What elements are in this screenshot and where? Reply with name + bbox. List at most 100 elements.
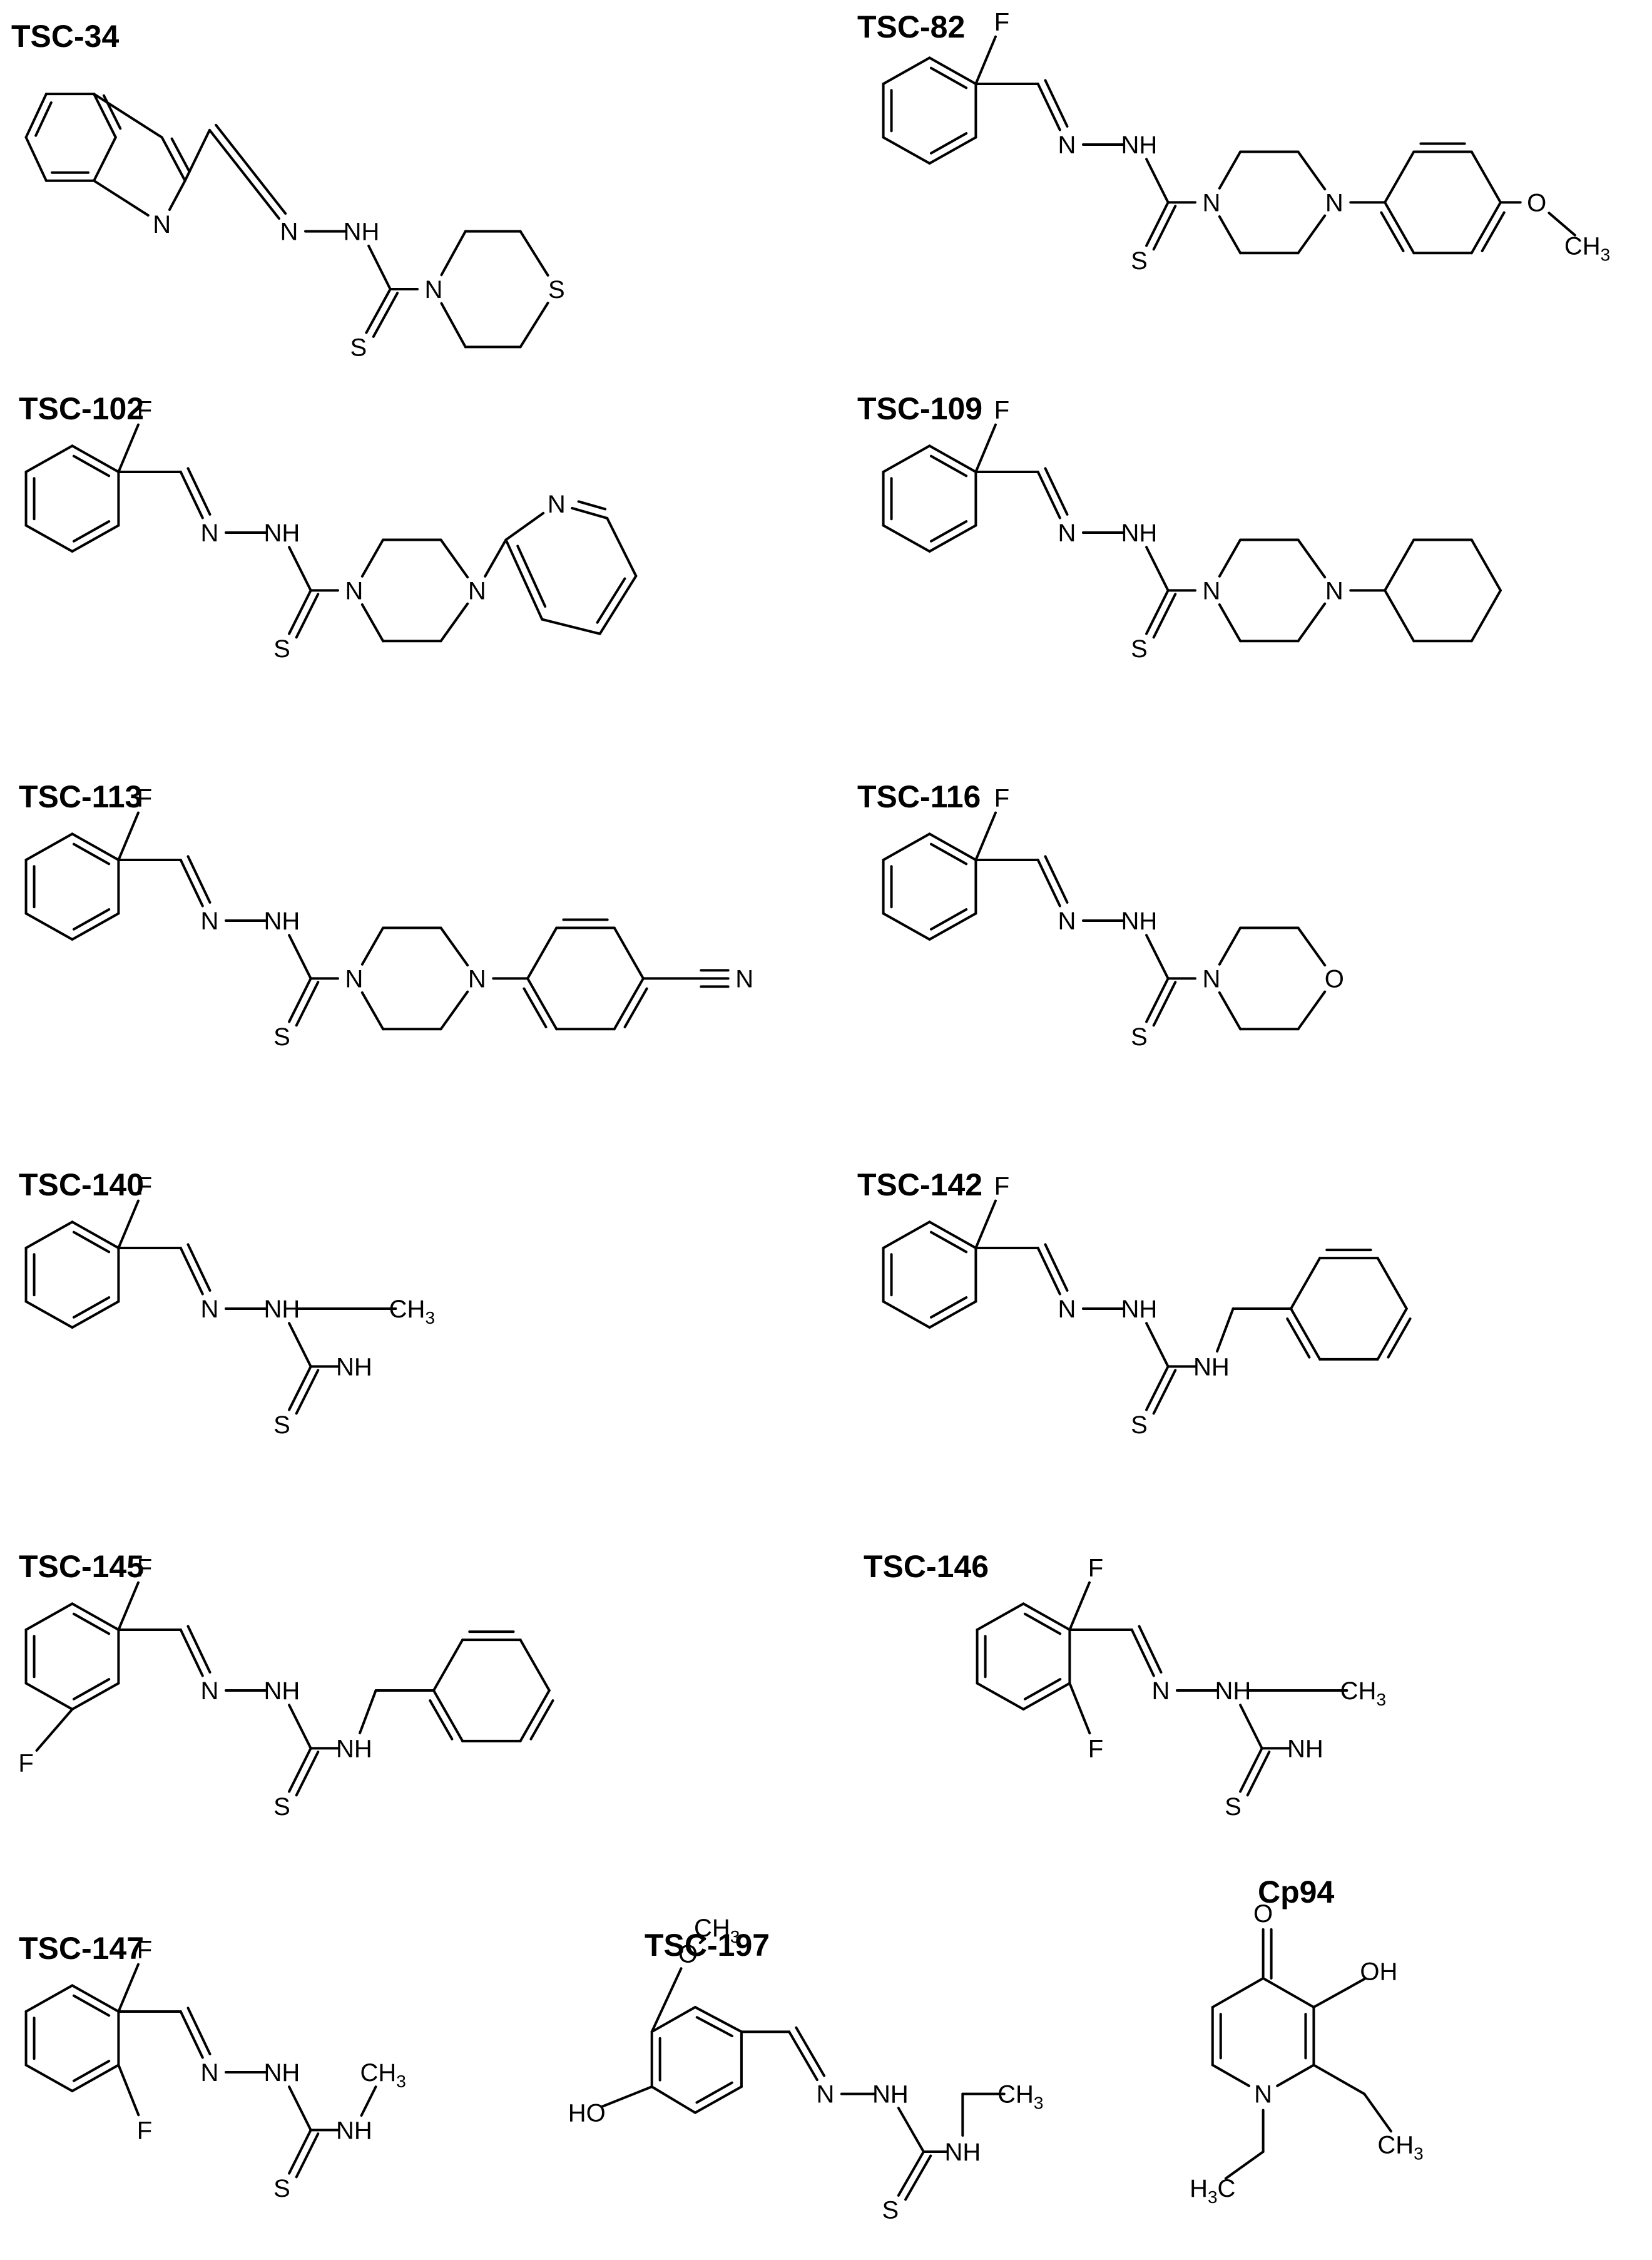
atom-label: F bbox=[994, 397, 1009, 424]
atom-label: N bbox=[1058, 131, 1076, 159]
atom-label: NH bbox=[264, 1296, 300, 1323]
atom-label: N bbox=[1203, 965, 1221, 993]
atom-label: N bbox=[1203, 577, 1221, 605]
atom-label: NH bbox=[264, 2059, 300, 2087]
atom-label: S bbox=[273, 635, 290, 663]
atom-label: N bbox=[1058, 1296, 1076, 1323]
atom-label: N bbox=[468, 577, 486, 605]
atom-label: N bbox=[1254, 2081, 1272, 2109]
atom-label: S bbox=[1131, 1411, 1148, 1439]
atom-label: NH bbox=[1215, 1677, 1252, 1705]
atom-label: O bbox=[678, 1941, 698, 1968]
atom-label: F bbox=[137, 785, 152, 812]
atom-label: N bbox=[1203, 189, 1221, 217]
compound-title: TSC-109 bbox=[857, 391, 982, 426]
atom-label: F bbox=[994, 1173, 1009, 1200]
atom-label: S bbox=[1131, 635, 1148, 663]
atom-label: F bbox=[137, 1936, 152, 1964]
atom-label: NH bbox=[336, 2117, 372, 2144]
structure-tsc-142: TSC-142 F N NH NH S bbox=[857, 1167, 1412, 1439]
atom-label: F bbox=[994, 785, 1009, 812]
atom-label: NH bbox=[1193, 1353, 1230, 1381]
atom-label: OH bbox=[1360, 1958, 1397, 1985]
compound-title: TSC-197 bbox=[645, 1928, 770, 1963]
atom-label: F bbox=[137, 1555, 152, 1582]
atom-label: S bbox=[273, 2175, 290, 2202]
atom-label: O bbox=[1527, 189, 1546, 217]
compound-title: TSC-146 bbox=[864, 1549, 989, 1584]
atom-label: N bbox=[345, 577, 364, 605]
atom-label: S bbox=[1225, 1793, 1242, 1821]
compound-title: TSC-82 bbox=[857, 9, 965, 44]
atom-label: N bbox=[1325, 189, 1344, 217]
atom-label: N bbox=[153, 211, 171, 238]
compound-title: TSC-34 bbox=[11, 19, 119, 54]
atom-label: O bbox=[1253, 1900, 1273, 1928]
atom-label: NH bbox=[336, 1735, 372, 1762]
atom-label: CH3 bbox=[997, 2081, 1043, 2113]
atom-label: N bbox=[735, 965, 753, 993]
atom-label: F bbox=[1088, 1555, 1103, 1582]
atom-label: S bbox=[273, 1793, 290, 1821]
atom-label: NH bbox=[944, 2139, 981, 2166]
atom-label: S bbox=[1131, 247, 1148, 275]
compound-title: TSC-102 bbox=[19, 391, 144, 426]
atom-label: N bbox=[280, 218, 298, 246]
atom-label: HO bbox=[568, 2100, 606, 2127]
compound-title: TSC-113 bbox=[19, 779, 142, 814]
atom-label: NH bbox=[264, 519, 300, 547]
atom-label: S bbox=[273, 1023, 290, 1051]
structure-tsc-34: TSC-34N N NH N S S bbox=[11, 19, 565, 361]
compound-title: TSC-142 bbox=[857, 1167, 982, 1202]
atom-label: H3C bbox=[1190, 2175, 1235, 2207]
atom-label: N bbox=[1058, 908, 1076, 935]
compound-title: TSC-145 bbox=[19, 1549, 144, 1584]
atom-label: CH3 bbox=[694, 1915, 740, 1946]
atom-label: CH3 bbox=[360, 2059, 405, 2091]
atom-label: CH3 bbox=[389, 1296, 435, 1327]
atom-label: NH bbox=[1121, 519, 1158, 547]
atom-label: N bbox=[1058, 519, 1076, 547]
atom-label: N bbox=[816, 2081, 834, 2109]
atom-label: F bbox=[18, 1750, 33, 1777]
atom-label: N bbox=[548, 491, 566, 518]
atom-label: NH bbox=[1121, 908, 1158, 935]
atom-label: NH bbox=[344, 218, 380, 246]
atom-label: S bbox=[350, 334, 367, 361]
atom-label: O bbox=[1325, 965, 1344, 993]
compound-title: TSC-140 bbox=[19, 1167, 144, 1202]
atom-label: N bbox=[345, 965, 364, 993]
atom-label: N bbox=[201, 1296, 219, 1323]
atom-label: N bbox=[201, 519, 219, 547]
atom-label: N bbox=[201, 908, 219, 935]
compound-title: TSC-147 bbox=[19, 1931, 144, 1966]
atom-label: S bbox=[548, 276, 565, 304]
atom-label: F bbox=[1088, 1735, 1103, 1762]
atom-label: N bbox=[1152, 1677, 1170, 1705]
atom-label: CH3 bbox=[1377, 2132, 1423, 2164]
atom-label: N bbox=[201, 2059, 219, 2087]
atom-label: S bbox=[273, 1411, 290, 1439]
atom-label: CH3 bbox=[1340, 1677, 1386, 1709]
atom-label: S bbox=[882, 2196, 899, 2224]
atom-label: S bbox=[1131, 1023, 1148, 1051]
atom-label: NH bbox=[264, 908, 300, 935]
atom-label: NH bbox=[264, 1677, 300, 1705]
atom-label: F bbox=[137, 397, 152, 424]
atom-label: F bbox=[994, 9, 1009, 36]
compound-title: Cp94 bbox=[1258, 1874, 1334, 1910]
atom-label: F bbox=[137, 1173, 152, 1200]
atom-label: CH3 bbox=[1564, 233, 1610, 265]
atom-label: NH bbox=[1121, 1296, 1158, 1323]
atom-label: NH bbox=[336, 1353, 372, 1381]
atom-label: N bbox=[425, 276, 443, 304]
compound-title: TSC-116 bbox=[857, 779, 981, 814]
